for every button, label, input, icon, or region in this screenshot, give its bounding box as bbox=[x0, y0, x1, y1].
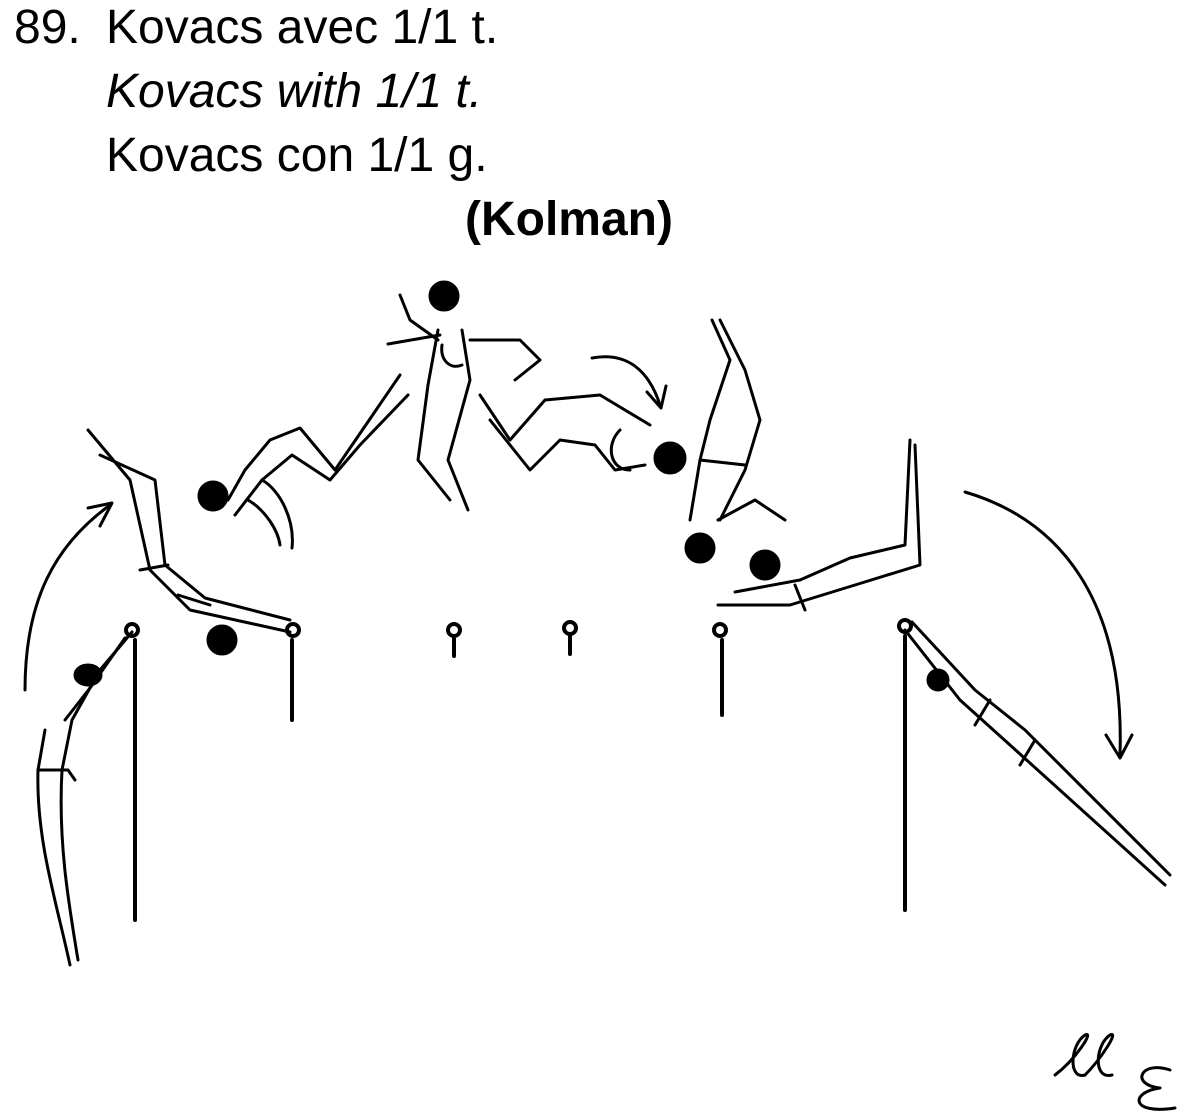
gymnast-phase-7 bbox=[718, 440, 920, 610]
arrow-swing-down bbox=[965, 492, 1132, 758]
bar-upright-5 bbox=[714, 624, 726, 715]
motion-arrows bbox=[25, 357, 1132, 758]
gymnast-phase-4 bbox=[388, 282, 540, 510]
gymnast-phase-2 bbox=[88, 430, 290, 654]
gymnast-phase-5 bbox=[480, 395, 685, 473]
arrow-swing-up bbox=[25, 503, 112, 690]
bar-upright-3 bbox=[448, 624, 460, 656]
arrow-rotation bbox=[592, 357, 666, 408]
bar-upright-2 bbox=[287, 624, 299, 720]
gymnast-phase-1 bbox=[38, 632, 132, 965]
bar-uprights bbox=[126, 620, 911, 920]
bar-upright-6 bbox=[899, 620, 911, 910]
gymnast-phase-6 bbox=[686, 320, 785, 562]
signature-mark bbox=[1055, 1034, 1175, 1109]
gymnast-phase-8 bbox=[905, 622, 1170, 885]
bar-upright-4 bbox=[564, 622, 576, 654]
gymnast-phase-3 bbox=[199, 375, 408, 548]
bar-upright-1 bbox=[126, 624, 138, 920]
